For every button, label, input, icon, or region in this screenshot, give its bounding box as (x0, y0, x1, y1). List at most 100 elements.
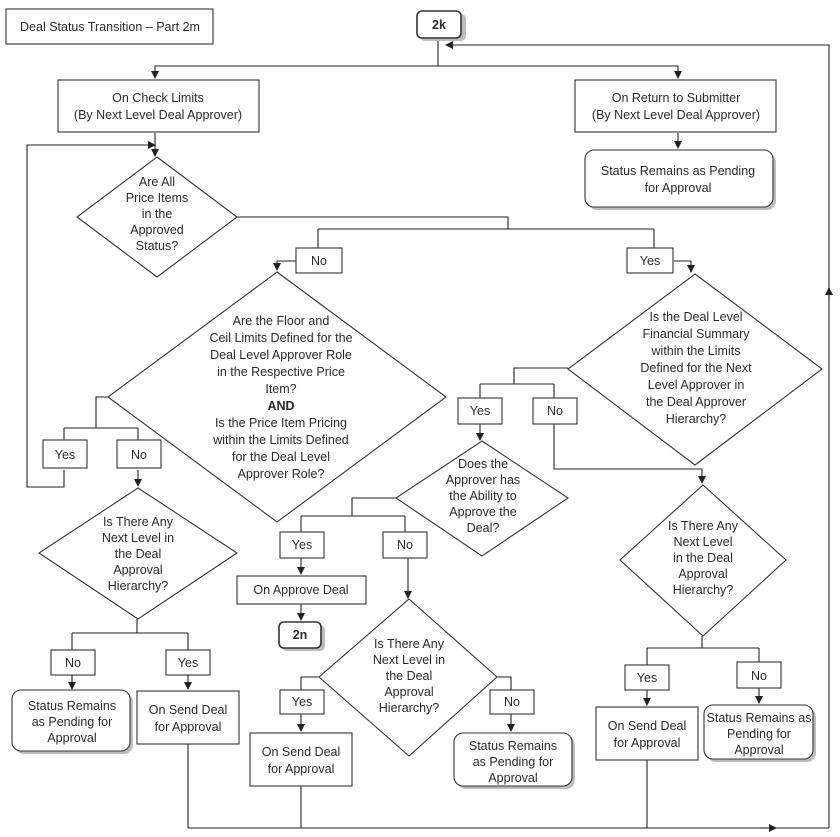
q-floor-ceil-line: AND (267, 399, 294, 413)
q-floor-ceil-line: Is the Price Item Pricing (215, 416, 347, 430)
status-pending-right-line: Pending for (727, 727, 791, 741)
connector-lines (26, 38, 833, 832)
status-pending-left-line: Approval (47, 731, 96, 745)
label-box-yes-q7 (624, 664, 670, 691)
q-price-items-line: Approved (130, 223, 184, 237)
return-submitter-text: On Return to Submitter(By Next Level Dea… (592, 91, 760, 122)
approve-deal-box (236, 575, 367, 605)
q-next-level-right-line: Approval (678, 567, 727, 581)
status-pending-left-line: Status Remains (28, 699, 116, 713)
line-q3-left (513, 367, 568, 384)
q-ability-line: the Ability to (449, 489, 516, 503)
check-limits-line: (By Next Level Deal Approver) (74, 108, 242, 122)
label-yes-q5: Yes (292, 538, 312, 552)
next-level-right-decision (619, 484, 787, 637)
line-split-right (438, 65, 682, 79)
q-floor-ceil-line: Are the Floor and (233, 314, 330, 328)
q-ability-line: Deal? (467, 521, 500, 535)
check-limits-box (57, 79, 260, 133)
label-no-q4: No (65, 656, 81, 670)
line-no-q2 (273, 260, 296, 271)
label-box-yes-q4 (165, 649, 211, 676)
label-yes-q3: Yes (470, 404, 490, 418)
approve-deal-text: On Approve Deal (253, 583, 348, 597)
shapes (5, 8, 823, 789)
node-texts: On Check Limits (By Next Level Deal Appro… (28, 91, 812, 785)
texts: Deal Status Transition – Part 2m 2k 2n N… (20, 18, 767, 709)
q-next-level-left-line: Hierarchy? (108, 579, 168, 593)
q-ability-line: Approve the (449, 505, 516, 519)
status-pending-left-line: as Pending for (32, 715, 113, 729)
label-yes-q6: Yes (292, 695, 312, 709)
q-floor-ceil-line: in the Respective Price (217, 365, 345, 379)
line-q6-right (497, 676, 512, 690)
q-next-level-right-line: Next Level (673, 535, 732, 549)
q-next-level-left-line: Next Level in (102, 531, 174, 545)
q-financial-summary-line: Is the Deal Level (649, 310, 742, 324)
q-next-level-mid-line: Is There Any (374, 637, 445, 651)
send-deal-right-line: for Approval (614, 736, 681, 750)
line-q2-left (95, 396, 109, 428)
label-box-no-q2 (116, 439, 162, 469)
send-deal-left-line: On Send Deal (149, 703, 228, 717)
label-box-no-q7 (736, 661, 782, 689)
floor-ceil-decision (107, 271, 447, 523)
q-next-level-mid-line: Next Level in (373, 653, 445, 667)
send-deal-mid-text: On Send Deal for Approval (262, 745, 341, 776)
label-box-no-q3 (532, 397, 578, 425)
label-no-q6: No (504, 695, 520, 709)
send-deal-mid-line: On Send Deal (262, 745, 341, 759)
label-box-no-q6 (489, 689, 535, 715)
connector-2n-label: 2n (293, 628, 308, 642)
label-box-yes-q3 (457, 397, 503, 425)
send-deal-left-line: for Approval (155, 720, 222, 734)
diagram-title: Deal Status Transition – Part 2m (20, 20, 200, 34)
q-next-level-left-line: Is There Any (103, 515, 174, 529)
status-pending-mid-line: as Pending for (473, 755, 554, 769)
q-ability-line: Does the (458, 457, 508, 471)
line-q3-no-down (553, 424, 706, 484)
label-yes-q1: Yes (640, 254, 660, 268)
q-ability-line: Approver has (446, 473, 520, 487)
title-box (5, 8, 214, 45)
check-limits-line: On Check Limits (112, 91, 204, 105)
q-financial-summary-line: Defined for the Next (640, 361, 752, 375)
next-level-left-decision (38, 487, 238, 620)
q-price-items-line: Price Items (126, 191, 189, 205)
label-box-no-q1 (295, 247, 343, 274)
status-pending-right-line: Status Remains as (707, 711, 812, 725)
q-price-items-line: Status? (136, 239, 178, 253)
send-deal-right-line: On Send Deal (608, 719, 687, 733)
ability-decision (395, 440, 569, 557)
q-next-level-right-line: Hierarchy? (673, 583, 733, 597)
status-pending-top-line: Status Remains as Pending (601, 164, 755, 178)
q-financial-summary-line: within the Limits (651, 344, 741, 358)
q-financial-summary-line: Hierarchy? (666, 412, 726, 426)
check-limits-text: On Check Limits (By Next Level Deal Appro… (74, 91, 242, 122)
label-yes-q4: Yes (178, 656, 198, 670)
line-split-left (151, 65, 438, 79)
line-q5-left (351, 497, 396, 516)
q-price-items-line: Are All (139, 175, 175, 189)
send-deal-mid-line: for Approval (268, 762, 335, 776)
send-deal-left-text: On Send Deal for Approval (149, 703, 228, 734)
line-yes-q3 (674, 260, 695, 273)
q-next-level-left-line: Approval (113, 563, 162, 577)
q-financial-summary-line: the Deal Approver (646, 395, 746, 409)
label-box-yes-q5 (279, 531, 325, 559)
financial-summary-decision (567, 273, 823, 466)
label-no-q7: No (751, 669, 767, 683)
send-deal-right-text: On Send Deal for Approval (608, 719, 687, 750)
label-no-q1: No (311, 254, 327, 268)
status-pending-right-box (703, 704, 814, 760)
q-floor-ceil-line: within the Limits Defined (212, 433, 349, 447)
q-financial-summary-line: Financial Summary (643, 327, 751, 341)
line-q1-right (237, 216, 509, 229)
return-submitter-line: (By Next Level Deal Approver) (592, 108, 760, 122)
